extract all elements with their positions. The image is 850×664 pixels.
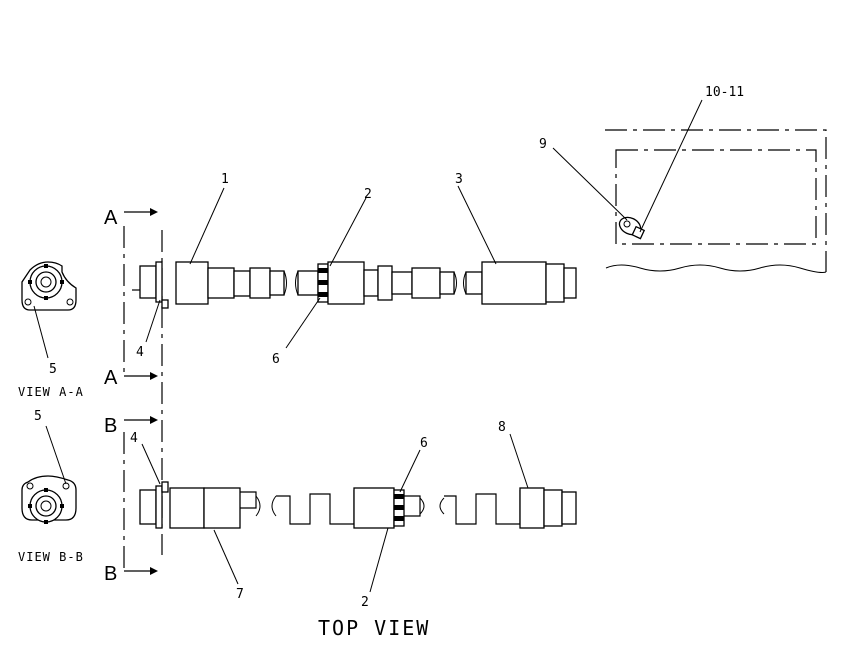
callout-10-11: 10-11	[705, 85, 744, 100]
leader-5-bottom	[45, 425, 67, 485]
caption-view-a: VIEW A-A	[18, 385, 84, 399]
section-line-b	[123, 416, 158, 575]
callout-5-top: 5	[49, 362, 57, 377]
leader-6-bottom	[399, 449, 421, 493]
section-mark-b-bottom: B	[104, 563, 117, 585]
section-line-a	[123, 208, 158, 380]
callout-9: 9	[539, 137, 547, 152]
callout-8: 8	[498, 420, 506, 435]
callout-6-bottom: 6	[420, 436, 428, 451]
leader-2-top	[329, 197, 367, 267]
leader-4-bottom	[141, 443, 161, 485]
caption-view-b: VIEW B-B	[18, 550, 84, 564]
leader-6-top	[285, 297, 321, 349]
leader-4-top	[145, 299, 161, 343]
callout-5-bottom: 5	[34, 409, 42, 424]
leader-1	[189, 187, 225, 265]
callout-2-top: 2	[364, 187, 372, 202]
ground-stud	[618, 216, 646, 240]
leader-8	[509, 433, 529, 489]
leader-10-11	[639, 99, 703, 233]
leader-5-top	[33, 305, 49, 359]
callout-4-bottom: 4	[130, 431, 138, 446]
callout-1: 1	[221, 172, 229, 187]
section-mark-a-bottom: A	[104, 367, 118, 389]
callout-3: 3	[455, 172, 463, 187]
section-mark-a-top: A	[104, 207, 118, 229]
callout-6-top: 6	[272, 352, 280, 367]
callout-7: 7	[236, 587, 244, 602]
leader-3	[457, 185, 497, 265]
leader-9	[552, 147, 628, 221]
machine-outline	[605, 129, 827, 273]
connector-view-b	[21, 475, 77, 524]
harness-bottom	[139, 481, 577, 529]
harness-top	[132, 261, 577, 309]
callout-4-top: 4	[136, 345, 144, 360]
leader-2-bottom	[369, 527, 389, 593]
caption-top-view: TOP VIEW	[318, 616, 430, 640]
connector-view-a	[21, 261, 77, 311]
leader-7	[213, 529, 239, 585]
callout-2-bottom: 2	[361, 595, 369, 610]
section-mark-b-top: B	[104, 415, 117, 437]
